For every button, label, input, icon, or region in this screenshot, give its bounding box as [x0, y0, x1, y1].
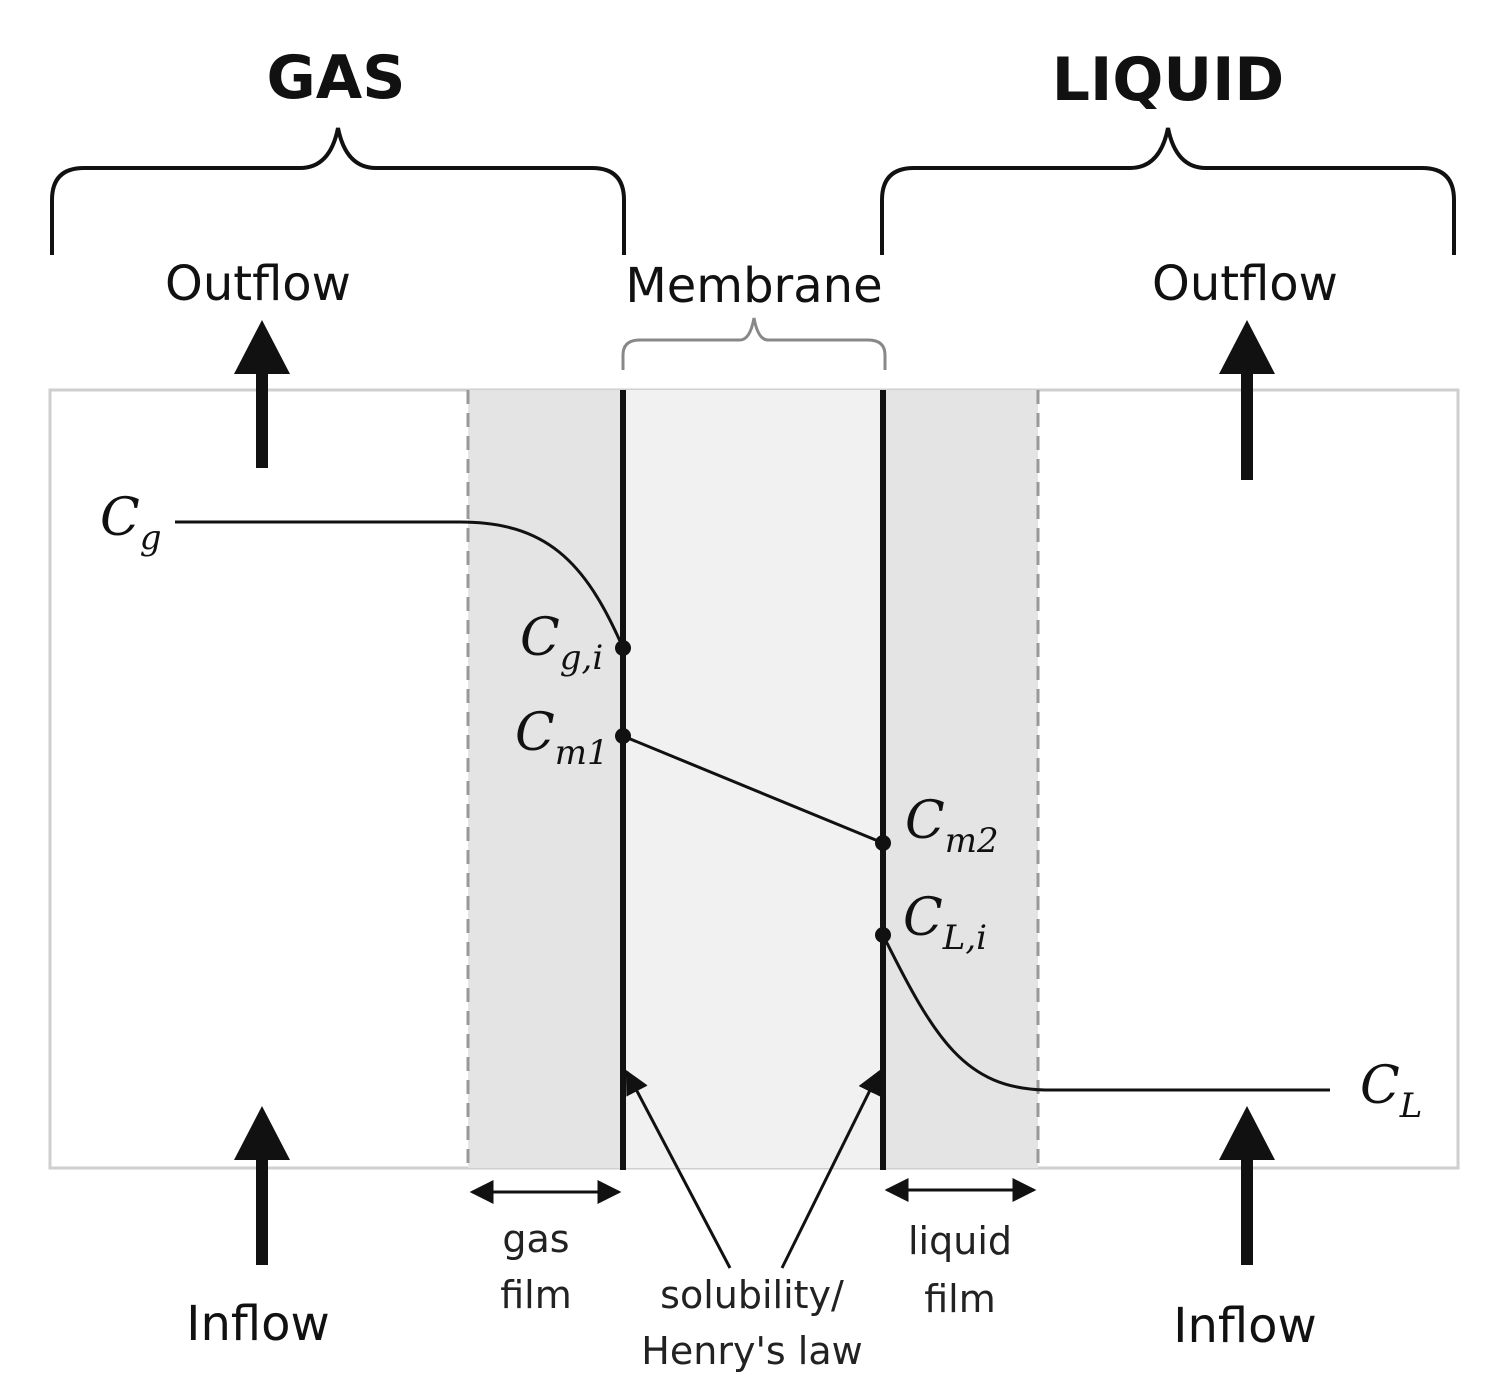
- solubility-label-line1: solubility/: [660, 1273, 844, 1317]
- gas-outflow-arrow: [234, 320, 290, 468]
- membrane-label: Membrane: [625, 258, 882, 314]
- cm1-label: Cm1: [515, 703, 609, 773]
- liquid-header: LIQUID: [1052, 45, 1284, 115]
- point-cm1: [615, 728, 631, 744]
- gas-film-region: [468, 390, 623, 1168]
- solubility-pointer-gas-side: [625, 1069, 732, 1269]
- gas-film-label-line1: gas: [502, 1217, 569, 1261]
- liquid-brace: [880, 127, 1456, 255]
- point-cgi: [615, 640, 631, 656]
- cl-label: CL: [1360, 1056, 1422, 1126]
- membrane-brace: [621, 317, 887, 370]
- liquid-film-label-line2: film: [924, 1277, 996, 1321]
- liquid-concentration-profile: [881, 934, 1330, 1092]
- cli-label: CL,i: [903, 888, 987, 958]
- cm2-label: Cm2: [905, 791, 999, 861]
- gas-outflow-label: Outflow: [165, 256, 351, 312]
- gas-inflow-arrow: [234, 1106, 290, 1265]
- solubility-pointer-liquid-side: [780, 1069, 881, 1269]
- liquid-film-region: [883, 390, 1038, 1168]
- membrane-region: [623, 390, 883, 1168]
- liquid-inflow-arrow: [1219, 1106, 1275, 1265]
- cg-label: Cg: [100, 488, 162, 558]
- point-cm2: [875, 835, 891, 851]
- gas-inflow-label: Inflow: [186, 1296, 329, 1352]
- gas-header: GAS: [267, 43, 406, 113]
- gas-brace: [50, 127, 626, 255]
- solubility-label-line2: Henry's law: [641, 1329, 862, 1373]
- liquid-inflow-label: Inflow: [1173, 1298, 1316, 1354]
- membrane-concentration-profile: [622, 734, 884, 845]
- liquid-outflow-arrow: [1219, 320, 1275, 480]
- gas-concentration-profile: [175, 520, 625, 649]
- liquid-film-label-line1: liquid: [908, 1219, 1012, 1263]
- cgi-label: Cg,i: [520, 608, 603, 678]
- gas-film-label-line2: film: [500, 1273, 572, 1317]
- liquid-outflow-label: Outflow: [1152, 256, 1338, 312]
- point-cli: [875, 927, 891, 943]
